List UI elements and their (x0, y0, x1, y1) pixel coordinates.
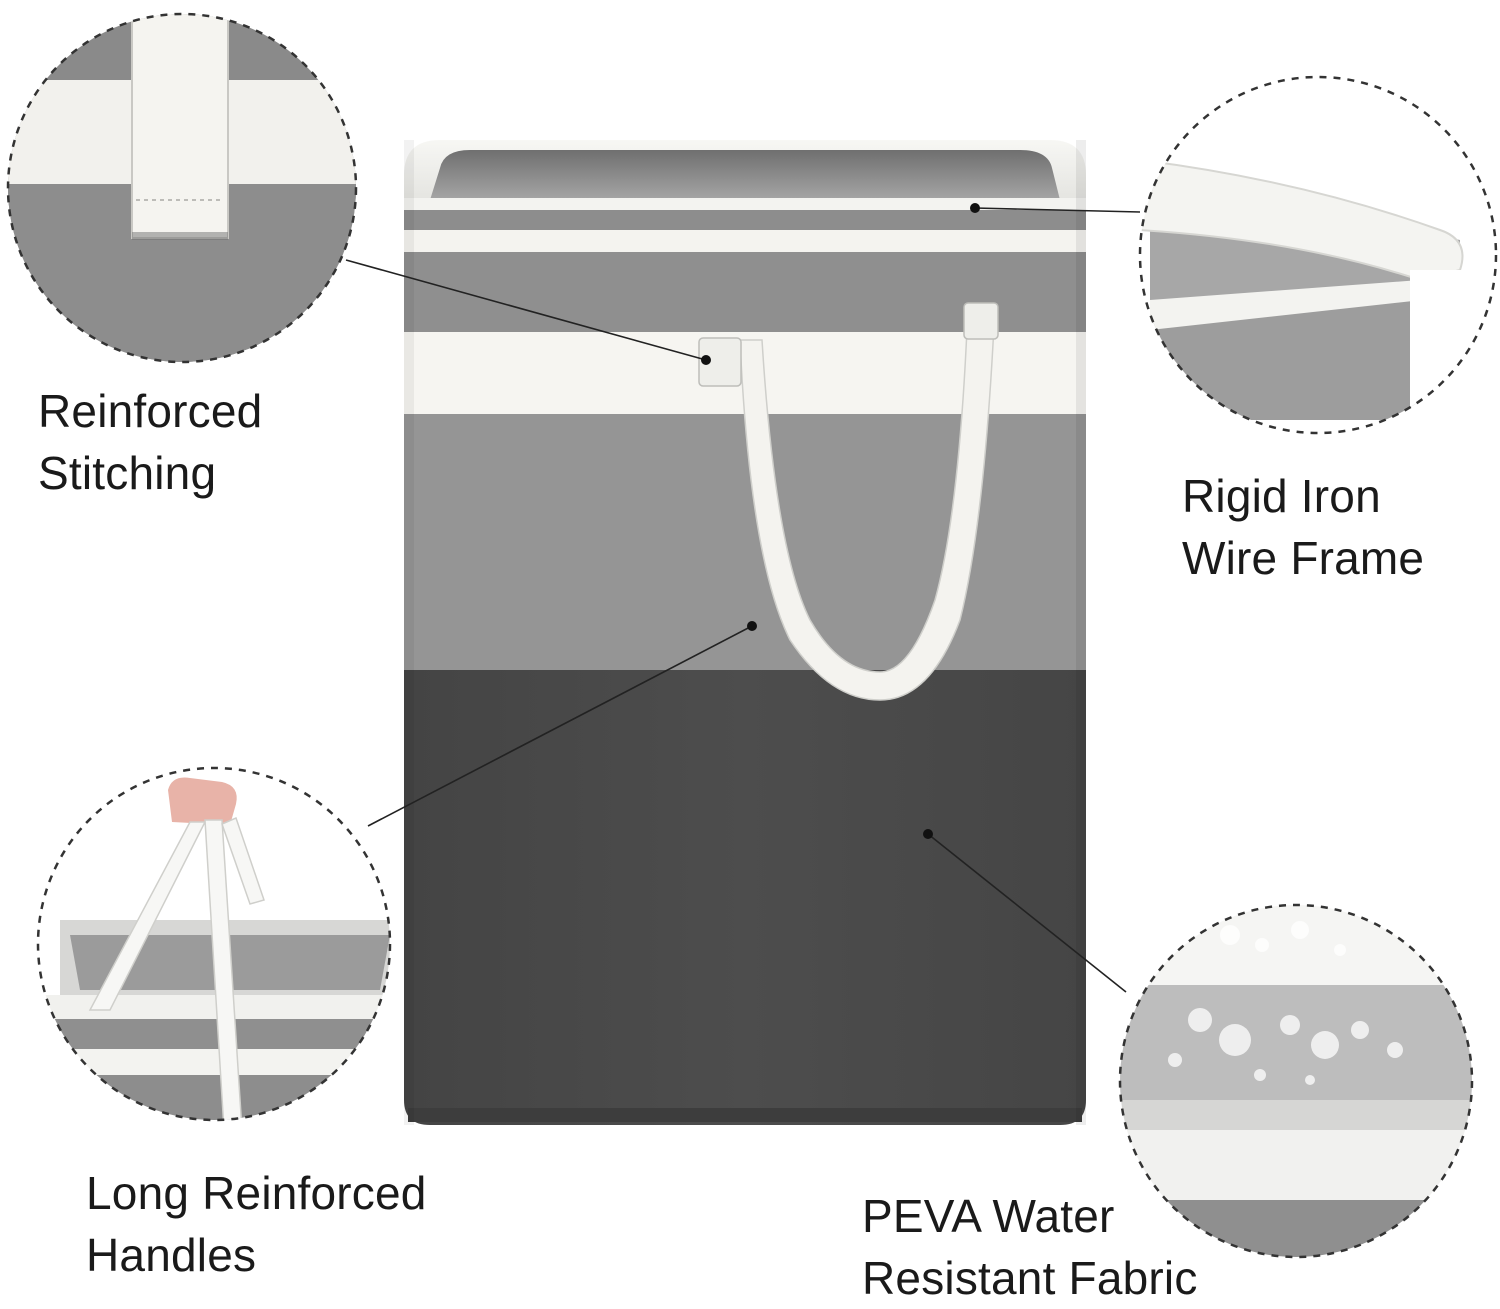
hand-icon (168, 777, 237, 825)
label-line: Wire Frame (1182, 532, 1425, 584)
dashed-circle (1118, 903, 1474, 1259)
leader-stitching (345, 259, 707, 361)
section-dark-gray (404, 670, 1086, 1125)
hamper-rim-edge (404, 198, 1086, 210)
label-reinforced-stitching: Reinforced Stitching (38, 380, 262, 504)
hamper-bottom-edge (408, 1108, 1082, 1122)
leader-lines (345, 207, 1141, 993)
label-rigid-iron-wire-frame: Rigid Iron Wire Frame (1182, 465, 1424, 589)
leader-frame (974, 207, 1141, 213)
strap-handle-icon (698, 302, 999, 701)
detail-handles (36, 766, 392, 1122)
label-line: Rigid Iron (1182, 470, 1381, 522)
stripe-white-thin (404, 230, 1086, 252)
label-line: Stitching (38, 447, 217, 499)
hamper (404, 140, 1086, 1125)
label-line: PEVA Water (862, 1190, 1115, 1242)
label-line: Long Reinforced (86, 1167, 427, 1219)
label-long-reinforced-handles: Long Reinforced Handles (86, 1162, 427, 1286)
leader-dots (701, 203, 980, 839)
hamper-opening (430, 150, 1060, 200)
label-line: Reinforced (38, 385, 263, 437)
stripe-gray-top (404, 210, 1086, 230)
detail-frame (1138, 75, 1498, 435)
label-line: Resistant Fabric (862, 1252, 1198, 1304)
dashed-circle (36, 766, 392, 1122)
label-line: Handles (86, 1229, 257, 1281)
detail-stitching (6, 12, 358, 364)
label-peva-water-resistant-fabric: PEVA Water Resistant Fabric (862, 1185, 1198, 1309)
dashed-circle (6, 12, 358, 364)
dashed-circle (1138, 75, 1498, 435)
leader-fabric (927, 833, 1127, 993)
leader-handles (367, 625, 753, 827)
water-droplets (1168, 921, 1403, 1085)
